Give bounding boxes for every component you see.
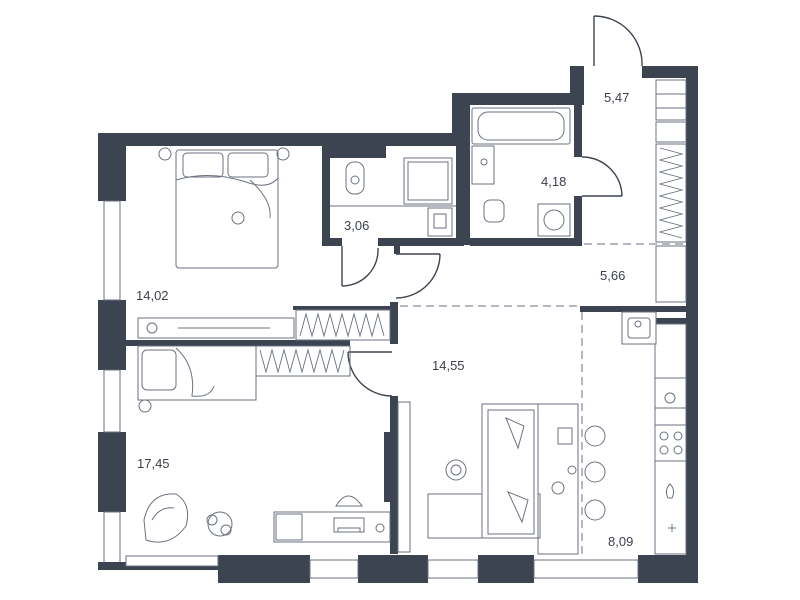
bedroom-2-furniture (137, 345, 391, 543)
area-label-entry-hall: 5,47 (604, 90, 629, 105)
area-label-bedroom-1: 14,02 (136, 288, 169, 303)
inner-walls (126, 100, 688, 554)
living-furniture (427, 403, 606, 555)
area-label-corridor: 5,66 (600, 268, 625, 283)
entry-hall-furniture (655, 79, 687, 303)
bedroom-1-furniture (137, 147, 391, 341)
zone-lines (400, 243, 686, 555)
area-label-kitchen: 8,09 (608, 534, 633, 549)
area-label-wc: 3,06 (344, 218, 369, 233)
outer-walls (98, 66, 698, 583)
kitchen-furniture (621, 311, 687, 555)
area-label-bedroom-2: 17,45 (137, 456, 170, 471)
doors (341, 15, 643, 553)
bathroom-furniture (471, 107, 571, 237)
area-label-living-room: 14,55 (432, 358, 465, 373)
area-labels: 14,02 3,06 4,18 5,47 5,66 17,45 14,55 8,… (136, 90, 633, 549)
area-label-bathroom: 4,18 (541, 174, 566, 189)
wc-furniture (330, 157, 456, 237)
